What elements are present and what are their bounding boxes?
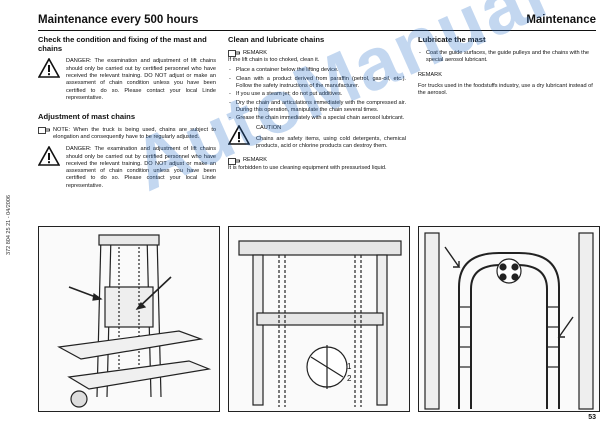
- list-item: If you use a steam jet; do not put addit…: [229, 91, 406, 99]
- figure-chain-rollers: 1 2: [228, 226, 410, 412]
- callout-1: 1: [347, 362, 352, 371]
- warning-triangle-icon: [38, 146, 60, 167]
- note-text: NOTE: When the truck is being used, chai…: [53, 126, 216, 141]
- danger-block-1: DANGER: The examination and adjustment o…: [38, 58, 216, 105]
- figure-mast-overview: [38, 226, 220, 412]
- danger-block-2: DANGER: The examination and adjustment o…: [38, 146, 216, 193]
- list-item: Dry the chain and articulations immediat…: [229, 100, 406, 115]
- pointing-hand-icon: [38, 127, 50, 135]
- danger-text-1: DANGER: The examination and adjustment o…: [66, 58, 216, 101]
- warning-triangle-icon: [38, 58, 60, 79]
- column-lubricate-mast: Lubricate the mast Coat the guide surfac…: [418, 35, 596, 100]
- remark-text-2: It is forbidden to use cleaning equipmen…: [228, 164, 387, 171]
- remark-text-1: If the lift chain is too choked, clean i…: [228, 57, 320, 64]
- column-clean-chains: Clean and lubricate chains REMARK If the…: [228, 35, 406, 175]
- list-item: Grease the chain immediately with a spec…: [229, 115, 406, 123]
- remark-heading-2: REMARK: [228, 157, 406, 165]
- caution-label: CAUTION: [256, 125, 282, 132]
- heading-lubricate-mast: Lubricate the mast: [418, 35, 486, 44]
- pointing-hand-icon: [228, 157, 240, 165]
- figure-chain-closeup: [418, 226, 600, 412]
- list-item: Coat the guide surfaces, the guide pulle…: [419, 50, 596, 65]
- note-block: NOTE: When the truck is being used, chai…: [38, 127, 216, 145]
- page-title: Maintenance every 500 hours: [38, 14, 199, 26]
- remark-text-3: For trucks used in the foodstuffs indust…: [418, 82, 593, 96]
- document-code-text: 372 804 25 21 - 04/2006: [6, 195, 12, 255]
- remark-label-1: REMARK: [243, 49, 267, 56]
- column-mast-check: Check the condition and fixing of the ma…: [38, 35, 216, 197]
- callout-2: 2: [347, 374, 352, 383]
- section-title: Maintenance: [526, 14, 596, 26]
- caution-block: CAUTION Chains are safety items, using c…: [228, 125, 406, 153]
- chain-closeup-illustration: [424, 232, 594, 410]
- pointing-hand-icon: [228, 50, 240, 58]
- remark-label-2: REMARK: [243, 157, 267, 164]
- remark-heading-1: REMARK: [228, 50, 406, 58]
- remark-label-3: REMARK: [418, 72, 442, 79]
- lubricate-steps: Coat the guide surfaces, the guide pulle…: [418, 50, 596, 65]
- cleaning-steps: Place a container below the lifting devi…: [228, 67, 406, 122]
- header-divider: [38, 30, 596, 31]
- document-code: 372 804 25 21 - 04/2006: [2, 150, 16, 300]
- list-item: Clean with a product derived from paraff…: [229, 76, 406, 91]
- heading-clean-chains: Clean and lubricate chains: [228, 35, 325, 44]
- chain-illustration: 1 2: [238, 240, 402, 407]
- warning-triangle-icon: [228, 125, 250, 146]
- caution-text: Chains are safety items, using cold dete…: [256, 135, 406, 149]
- mast-illustration: [57, 234, 212, 408]
- list-item: Place a container below the lifting devi…: [229, 67, 406, 75]
- heading-check-mast: Check the condition and fixing of the ma…: [38, 35, 207, 53]
- page-number: 53: [588, 414, 596, 421]
- danger-text-2: DANGER: The examination and adjustment o…: [66, 146, 216, 189]
- heading-adjust-chains: Adjustment of mast chains: [38, 112, 136, 122]
